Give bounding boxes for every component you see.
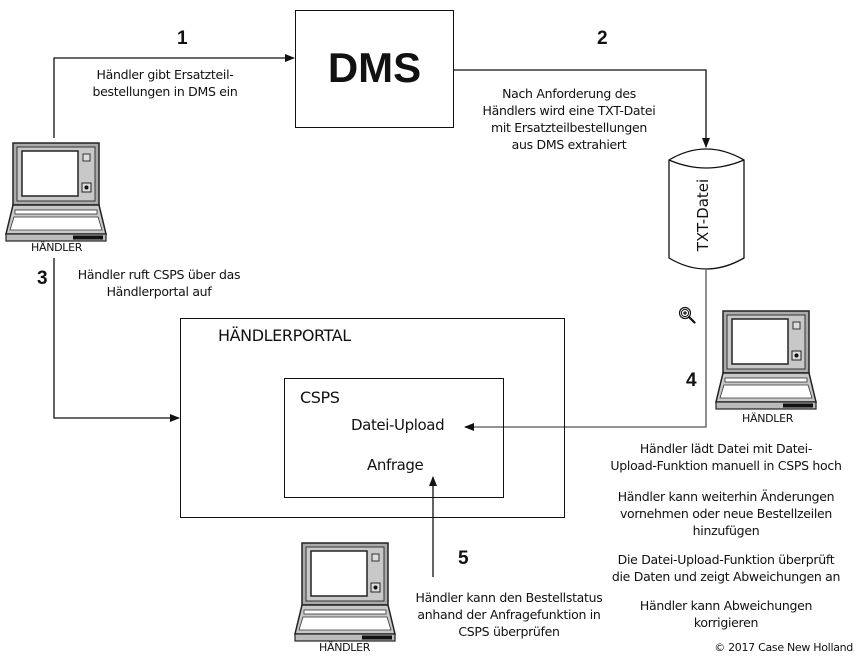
text-line: Händler kann weiterhin Änderungen bbox=[617, 489, 835, 504]
csps-function-datei-upload: Datei-Upload bbox=[351, 416, 445, 434]
dealer-label-right: HÄNDLER bbox=[742, 412, 794, 425]
text-line: hinzufügen bbox=[692, 523, 760, 538]
step-1-description: Händler gibt Ersatzteil- bestellungen in… bbox=[80, 66, 250, 100]
dealer-label-top-left: HÄNDLER bbox=[31, 241, 83, 254]
txt-file-label: TXT-Datei bbox=[694, 178, 712, 252]
text-line: Händler ruft CSPS über das bbox=[77, 267, 241, 282]
csps-function-anfrage: Anfrage bbox=[367, 456, 424, 474]
text-line: vornehmen oder neue Bestellzeilen bbox=[619, 506, 833, 521]
zoom-in-icon[interactable] bbox=[678, 306, 696, 324]
edge-step-4 bbox=[464, 270, 707, 431]
text-line: Händler lädt Datei mit Datei- bbox=[639, 441, 813, 456]
dms-box: DMS bbox=[295, 10, 454, 128]
step-4-note-4: Händler kann Abweichungen korrigieren bbox=[596, 597, 856, 631]
laptop-icon bbox=[5, 142, 107, 242]
step-3-description: Händler ruft CSPS über das Händlerportal… bbox=[64, 266, 254, 300]
csps-box bbox=[284, 378, 504, 498]
laptop-icon bbox=[715, 310, 817, 410]
text-line: anhand der Anfragefunktion in bbox=[417, 607, 601, 622]
step-number-5: 5 bbox=[458, 548, 469, 569]
text-line: bestellungen in DMS ein bbox=[92, 84, 238, 99]
text-line: Die Datei-Upload-Funktion überprüft bbox=[617, 552, 835, 567]
txt-file-cylinder bbox=[668, 148, 745, 270]
text-line: Händler kann den Bestellstatus bbox=[415, 590, 603, 605]
step-number-1: 1 bbox=[177, 28, 188, 49]
step-4-note-2: Händler kann weiterhin Änderungen vorneh… bbox=[596, 488, 856, 539]
step-number-3: 3 bbox=[37, 268, 48, 289]
dealer-portal-label: HÄNDLERPORTAL bbox=[218, 326, 351, 345]
step-number-4: 4 bbox=[686, 370, 697, 391]
laptop-icon bbox=[294, 542, 396, 642]
text-line: Upload-Funktion manuell in CSPS hoch bbox=[610, 458, 842, 473]
edge-step-2 bbox=[454, 69, 710, 148]
edge-step-1 bbox=[53, 54, 295, 138]
edge-step-3 bbox=[53, 258, 180, 422]
dealer-label-bottom: HÄNDLER bbox=[319, 641, 371, 654]
text-line: Händler gibt Ersatzteil- bbox=[96, 67, 234, 82]
dealer-portal-box bbox=[180, 318, 565, 518]
copyright-notice: © 2017 Case New Holland bbox=[714, 641, 853, 654]
step-4-note-1: Händler lädt Datei mit Datei- Upload-Fun… bbox=[596, 440, 856, 474]
step-4-note-3: Die Datei-Upload-Funktion überprüft die … bbox=[596, 551, 856, 585]
csps-label: CSPS bbox=[300, 388, 340, 407]
text-line: CSPS überprüfen bbox=[458, 624, 560, 639]
text-line: Nach Anforderung des bbox=[502, 86, 636, 101]
text-line: aus DMS extrahiert bbox=[511, 137, 627, 152]
text-line: mit Ersatzteilbestellungen bbox=[490, 120, 647, 135]
text-line: die Daten und zeigt Abweichungen an bbox=[611, 569, 841, 584]
text-line: Händlerportal auf bbox=[106, 284, 212, 299]
text-line: korrigieren bbox=[693, 615, 759, 630]
dms-label: DMS bbox=[327, 44, 422, 91]
step-number-2: 2 bbox=[597, 28, 608, 49]
step-5-description: Händler kann den Bestellstatus anhand de… bbox=[404, 589, 614, 640]
text-line: Händlers wird eine TXT-Datei bbox=[482, 103, 656, 118]
step-2-description: Nach Anforderung des Händlers wird eine … bbox=[464, 85, 674, 153]
text-line: Händler kann Abweichungen bbox=[639, 598, 813, 613]
